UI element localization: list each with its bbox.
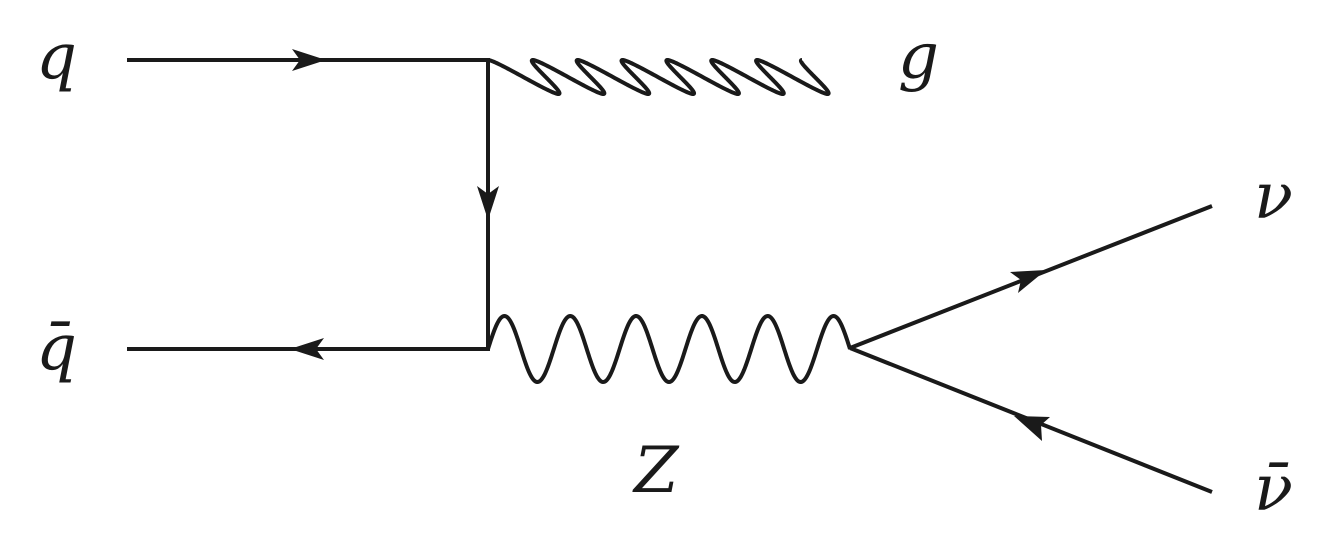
quark-arrow [292,49,326,71]
quark-label: q [36,20,77,94]
z-boson-line [486,313,852,385]
gluon-label: g [898,20,939,94]
propagator-arrow [477,186,499,220]
antineutrino-label: ν̄ [1254,452,1293,526]
neutrino-label: ν [1254,160,1293,234]
z-boson-label: Z [632,434,680,508]
gluon-line [487,57,831,97]
antineutrino-arrow [1014,416,1050,441]
antiquark-arrow [290,338,324,360]
neutrino-arrow [1010,270,1046,293]
antiquark-label: q̄ [36,311,77,385]
